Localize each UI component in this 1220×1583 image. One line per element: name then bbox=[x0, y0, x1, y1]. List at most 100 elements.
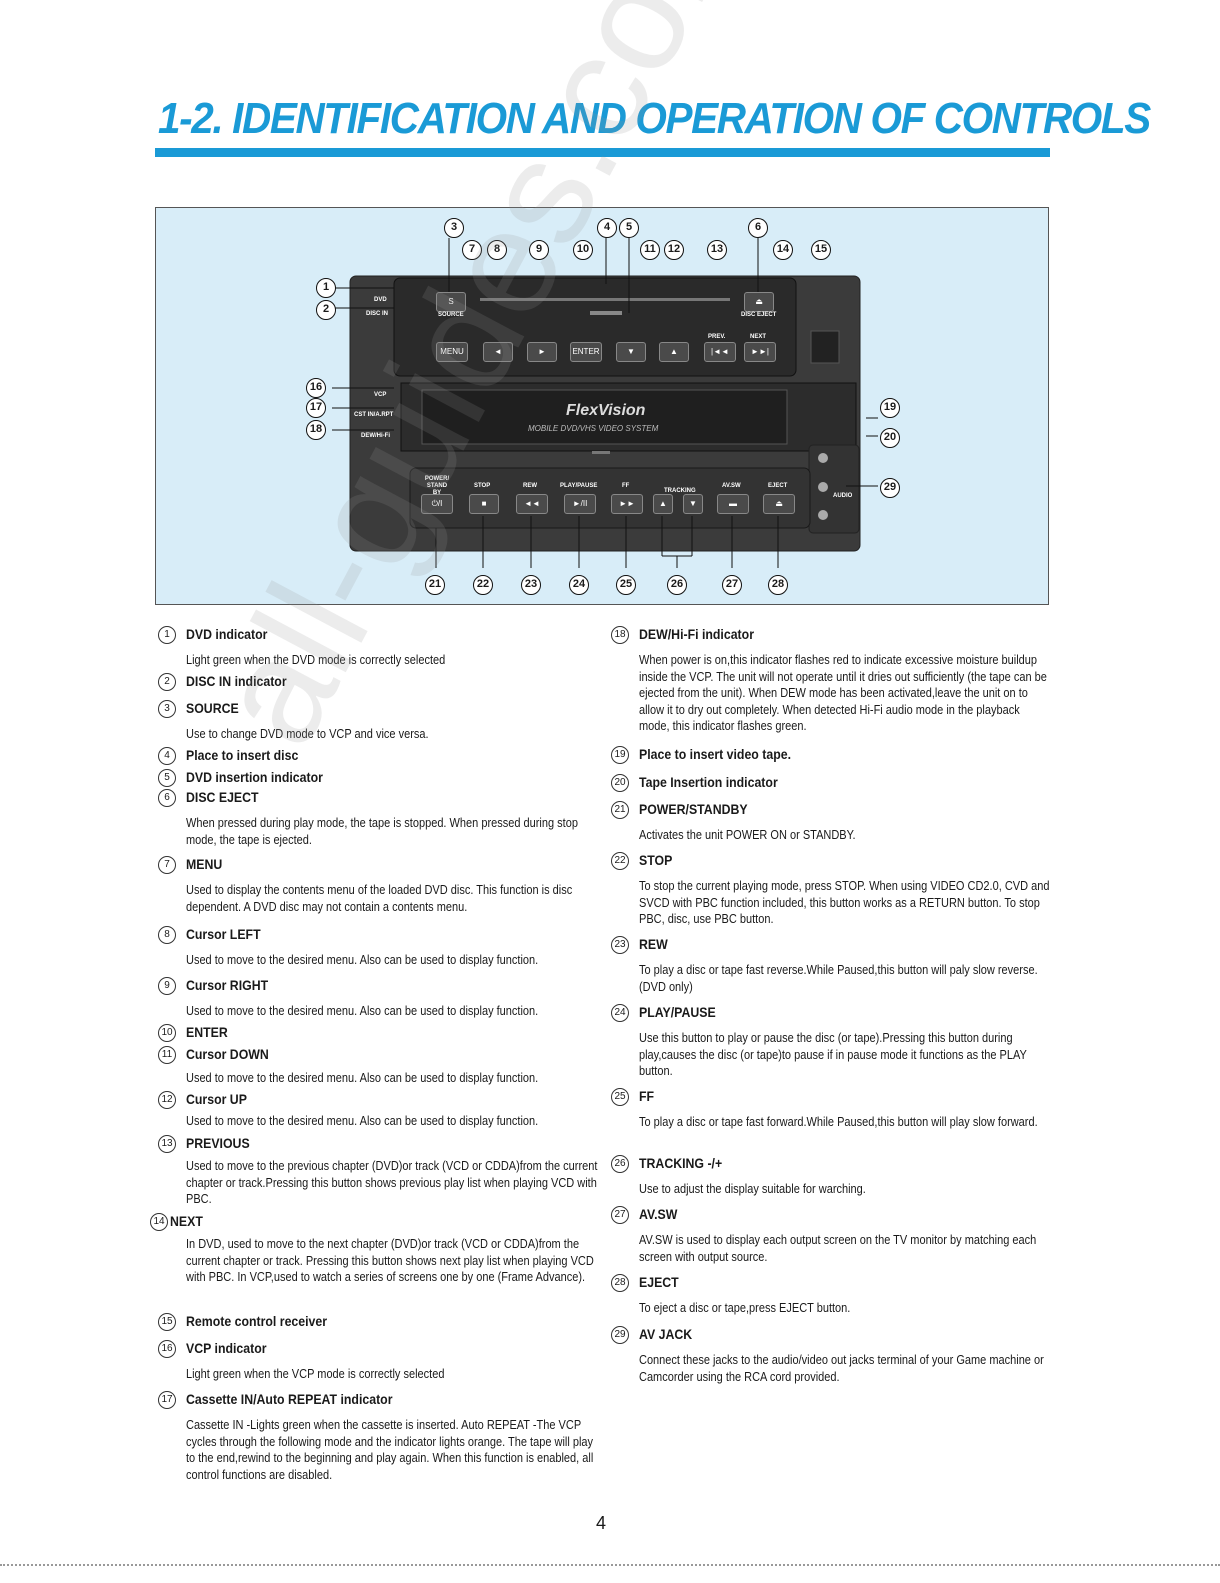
item-number: 19 bbox=[611, 746, 629, 764]
item-title: POWER/STANDBY bbox=[639, 801, 748, 817]
tracking-up-button[interactable]: ▲ bbox=[653, 494, 673, 514]
power-standby-button[interactable]: ⏻/I bbox=[421, 494, 453, 514]
item-description: Use this button to play or pause the dis… bbox=[639, 1031, 1027, 1078]
callout-20: 20 bbox=[880, 428, 900, 448]
source-label: SOURCE bbox=[438, 312, 464, 318]
ff-button[interactable]: ►► bbox=[611, 494, 643, 514]
tracking-down-button[interactable]: ▼ bbox=[683, 494, 703, 514]
item-number: 22 bbox=[611, 852, 629, 870]
callout-27: 27 bbox=[722, 575, 742, 595]
item-description: Used to move to the desired menu. Also c… bbox=[186, 1071, 539, 1085]
item-title: DISC IN indicator bbox=[186, 673, 287, 689]
menu-button[interactable]: MENU bbox=[436, 342, 468, 362]
callout-4: 4 bbox=[597, 218, 617, 238]
cursor-left-button[interactable]: ◄ bbox=[483, 342, 513, 362]
item-title: Place to insert disc bbox=[186, 747, 299, 763]
avsw-button[interactable]: ▬ bbox=[717, 494, 749, 514]
callout-8: 8 bbox=[487, 240, 507, 260]
item-title: Remote control receiver bbox=[186, 1313, 328, 1329]
callout-28: 28 bbox=[768, 575, 788, 595]
source-button[interactable]: S bbox=[436, 292, 466, 312]
next-label: NEXT bbox=[750, 334, 767, 340]
item-title: AV.SW bbox=[639, 1206, 678, 1222]
callout-26: 26 bbox=[667, 575, 687, 595]
item-title: PLAY/PAUSE bbox=[639, 1004, 716, 1020]
item-number: 11 bbox=[158, 1046, 176, 1064]
item-number: 12 bbox=[158, 1091, 176, 1109]
item-number: 28 bbox=[611, 1274, 629, 1292]
previous-button[interactable]: |◄◄ bbox=[704, 342, 736, 362]
cursor-up-button[interactable]: ▲ bbox=[659, 342, 689, 362]
item-description: When power is on,this indicator flashes … bbox=[639, 653, 1047, 733]
callout-7: 7 bbox=[462, 240, 482, 260]
item-description: To play a disc or tape fast forward.Whil… bbox=[639, 1115, 1038, 1129]
item-number: 26 bbox=[611, 1155, 629, 1173]
avsw-label: AV.SW bbox=[722, 483, 741, 489]
eject-button[interactable]: ⏏ bbox=[763, 494, 795, 514]
callout-25: 25 bbox=[616, 575, 636, 595]
item-description: When pressed during play mode, the tape … bbox=[186, 816, 578, 847]
item-description: Cassette IN -Lights green when the casse… bbox=[186, 1418, 594, 1482]
item-number: 6 bbox=[158, 789, 176, 807]
item-description: To play a disc or tape fast reverse.Whil… bbox=[639, 963, 1038, 994]
item-title: FF bbox=[639, 1088, 655, 1104]
item-number: 13 bbox=[158, 1135, 176, 1153]
indicator-dew-label: DEW/Hi-Fi bbox=[361, 433, 390, 439]
item-number: 23 bbox=[611, 936, 629, 954]
item-title: Cursor DOWN bbox=[186, 1046, 269, 1062]
tracking-label: TRACKING bbox=[664, 488, 696, 494]
indicator-disc-in-label: DISC IN bbox=[366, 311, 389, 317]
item-number: 25 bbox=[611, 1088, 629, 1106]
cursor-down-button[interactable]: ▼ bbox=[616, 342, 646, 362]
item-title: Cursor LEFT bbox=[186, 926, 261, 942]
item-number: 10 bbox=[158, 1024, 176, 1042]
item-title: REW bbox=[639, 936, 668, 952]
callout-17: 17 bbox=[306, 398, 326, 418]
item-number: 1 bbox=[158, 626, 176, 644]
item-description: AV.SW is used to display each output scr… bbox=[639, 1233, 1037, 1264]
rew-label: REW bbox=[523, 483, 537, 489]
item-description: In DVD, used to move to the next chapter… bbox=[186, 1237, 594, 1284]
item-title: Cursor RIGHT bbox=[186, 977, 269, 993]
rew-button[interactable]: ◄◄ bbox=[516, 494, 548, 514]
item-number: 9 bbox=[158, 977, 176, 995]
play-pause-button[interactable]: ►/II bbox=[564, 494, 596, 514]
callout-13: 13 bbox=[707, 240, 727, 260]
item-number: 7 bbox=[158, 856, 176, 874]
item-title: Tape Insertion indicator bbox=[639, 774, 778, 790]
next-button[interactable]: ►►| bbox=[744, 342, 776, 362]
item-number: 16 bbox=[158, 1340, 176, 1358]
disc-eject-button[interactable]: ⏏ bbox=[744, 292, 774, 312]
item-description: Used to move to the desired menu. Also c… bbox=[186, 953, 539, 967]
item-title: TRACKING -/+ bbox=[639, 1155, 723, 1171]
device-illustration: DVD DISC IN VCP CST IN/A.RPT DEW/Hi-Fi S… bbox=[155, 207, 1049, 605]
cursor-right-button[interactable]: ► bbox=[527, 342, 557, 362]
disc-eject-label: DISC EJECT bbox=[741, 312, 777, 318]
item-number: 21 bbox=[611, 801, 629, 819]
enter-button[interactable]: ENTER bbox=[570, 342, 602, 362]
item-title: DVD insertion indicator bbox=[186, 769, 323, 785]
indicator-vcp-label: VCP bbox=[374, 392, 387, 398]
item-description: Light green when the DVD mode is correct… bbox=[186, 653, 446, 667]
power-label: POWER/ STAND BY bbox=[424, 476, 450, 496]
indicator-cst-label: CST IN/A.RPT bbox=[354, 412, 394, 418]
item-title: DEW/Hi-Fi indicator bbox=[639, 626, 754, 642]
callout-3: 3 bbox=[444, 218, 464, 238]
item-title: PREVIOUS bbox=[186, 1135, 250, 1151]
callout-23: 23 bbox=[521, 575, 541, 595]
callout-16: 16 bbox=[306, 378, 326, 398]
item-description: Light green when the VCP mode is correct… bbox=[186, 1367, 445, 1381]
item-number: 18 bbox=[611, 626, 629, 644]
stop-button[interactable]: ■ bbox=[469, 494, 499, 514]
item-number: 14 bbox=[150, 1213, 168, 1231]
callout-21: 21 bbox=[425, 575, 445, 595]
item-description: Connect these jacks to the audio/video o… bbox=[639, 1353, 1044, 1384]
item-title: SOURCE bbox=[186, 700, 239, 716]
item-description: Use to change DVD mode to VCP and vice v… bbox=[186, 727, 429, 741]
callout-10: 10 bbox=[573, 240, 593, 260]
callout-14: 14 bbox=[773, 240, 793, 260]
item-number: 15 bbox=[158, 1313, 176, 1331]
callout-9: 9 bbox=[529, 240, 549, 260]
item-description: Activates the unit POWER ON or STANDBY. bbox=[639, 828, 856, 842]
item-number: 24 bbox=[611, 1004, 629, 1022]
